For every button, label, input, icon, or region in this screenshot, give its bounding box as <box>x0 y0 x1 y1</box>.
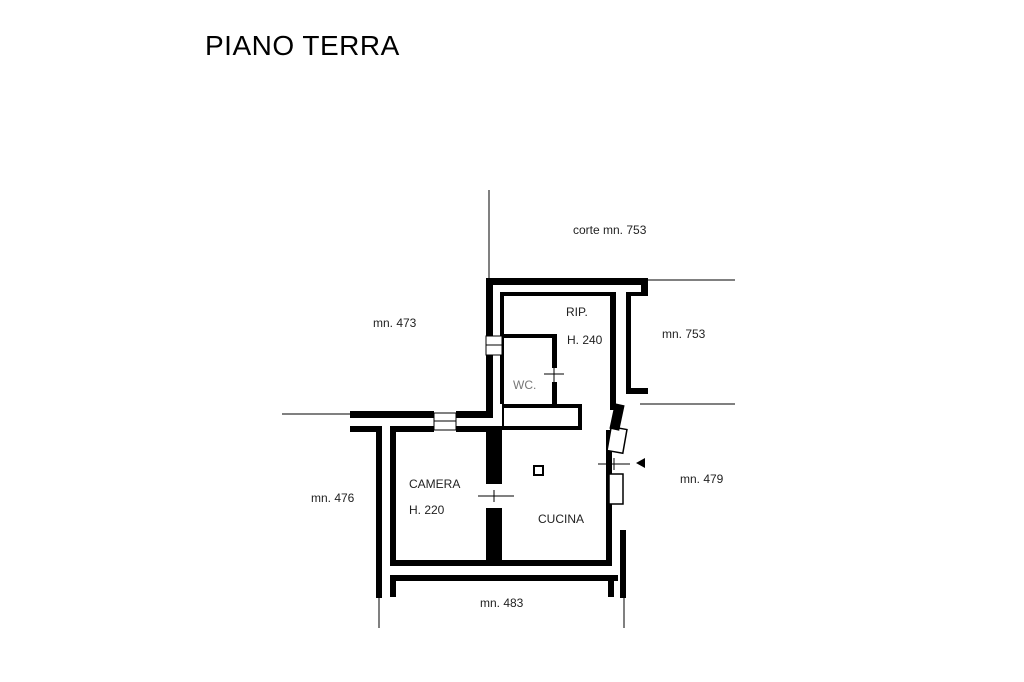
wall <box>486 278 648 285</box>
openings <box>433 335 645 502</box>
room-label-wc: WC. <box>513 378 536 392</box>
wall <box>500 292 615 296</box>
wall <box>486 508 502 564</box>
wall <box>626 292 648 296</box>
wall <box>376 426 382 598</box>
room-label-camera: CAMERA <box>409 477 460 491</box>
wall <box>504 334 556 338</box>
wall <box>608 575 614 597</box>
wall <box>486 426 502 484</box>
wall <box>486 355 493 417</box>
wall <box>626 292 631 392</box>
wall <box>486 278 493 336</box>
room-label-cucina: CUCINA <box>538 512 584 526</box>
labels: corte mn. 753 mn. 473 mn. 753 mn. 479 mn… <box>311 223 724 610</box>
wall <box>610 292 616 410</box>
window-east-lower <box>608 473 624 505</box>
wall <box>626 388 648 394</box>
room-height-camera: H. 220 <box>409 503 445 517</box>
walls <box>350 278 648 598</box>
wall <box>620 530 626 598</box>
wall <box>390 575 396 597</box>
wall <box>390 575 618 581</box>
wall <box>552 334 557 368</box>
label-mn483: mn. 483 <box>480 596 524 610</box>
window-east-upper <box>606 425 628 455</box>
room-label-rip: RIP. <box>566 305 588 319</box>
label-mn753: mn. 753 <box>662 327 706 341</box>
page-title: PIANO TERRA <box>205 30 400 61</box>
label-mn473: mn. 473 <box>373 316 417 330</box>
wall <box>350 426 380 432</box>
label-corte: corte mn. 753 <box>573 223 647 237</box>
entrance-arrow-icon <box>636 458 645 468</box>
wall <box>456 411 493 418</box>
wall-hollow <box>504 408 578 426</box>
property-boundaries <box>282 190 735 628</box>
wall <box>641 278 648 296</box>
room-height-rip: H. 240 <box>567 333 603 347</box>
label-mn479: mn. 479 <box>680 472 724 486</box>
wall <box>552 382 557 404</box>
wall <box>609 403 625 431</box>
wall <box>390 426 396 564</box>
wall <box>390 560 612 566</box>
flue-icon <box>533 465 544 476</box>
wall <box>456 426 502 432</box>
wall <box>350 411 434 418</box>
label-mn476: mn. 476 <box>311 491 355 505</box>
wall <box>390 426 434 432</box>
